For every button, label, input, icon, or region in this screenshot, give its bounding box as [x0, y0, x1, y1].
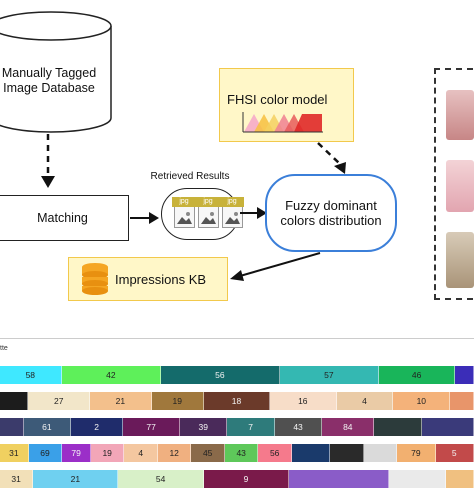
palette-swatch: 12 [158, 444, 192, 462]
palette-swatch: 43 [275, 418, 322, 436]
palette-swatch: 58 [0, 366, 62, 384]
jpg-tag: jpg [172, 197, 196, 207]
palette-swatch: 31 [0, 444, 29, 462]
palette-swatch [0, 392, 28, 410]
palette-swatch: 79 [62, 444, 91, 462]
palette-swatch: 4 [124, 444, 158, 462]
retrieved-results-title: Retrieved Results [135, 171, 245, 182]
palette-swatch: 43 [225, 444, 259, 462]
palette-swatch: 21 [33, 470, 118, 488]
palette-swatch: 54 [118, 470, 203, 488]
palette-swatch [289, 470, 389, 488]
palette-swatch: 84 [322, 418, 374, 436]
palette-swatch: 18 [204, 392, 270, 410]
palette-swatch [455, 366, 474, 384]
palette-swatch: 79 [397, 444, 435, 462]
palette-swatch [446, 470, 474, 488]
palette-swatch [374, 418, 421, 436]
image-icon [176, 211, 193, 225]
palette-swatch: 45 [191, 444, 225, 462]
clothing-thumbnail [446, 90, 474, 140]
arrow-matching-to-retrieved [130, 210, 160, 226]
palette-swatch: 56 [258, 444, 292, 462]
palette-swatch [364, 444, 398, 462]
palette-swatch: 31 [0, 470, 33, 488]
palette-swatch [389, 470, 446, 488]
palette-swatch: 56 [161, 366, 280, 384]
palette-swatch [0, 418, 24, 436]
jpg-tag-text: jpg [227, 198, 236, 205]
palette-swatch: 16 [270, 392, 336, 410]
matching-box: Matching [0, 195, 129, 241]
palette-swatch: 27 [28, 392, 90, 410]
palette-swatch: 9 [204, 470, 289, 488]
palette-swatch: 10 [393, 392, 450, 410]
fuzzy-distribution-label: Fuzzy dominant colors distribution [265, 198, 397, 228]
palette-divider [0, 338, 474, 339]
palette-swatch [422, 418, 474, 436]
palette-swatch: 42 [62, 366, 162, 384]
image-icon [224, 211, 241, 225]
clothing-thumbnail [446, 232, 474, 288]
palette-swatch [330, 444, 364, 462]
palette-swatch: 57 [280, 366, 380, 384]
palette-swatch: 19 [91, 444, 125, 462]
palette-swatch [450, 392, 474, 410]
palette-swatch: 2 [71, 418, 123, 436]
palette-swatch: 39 [180, 418, 227, 436]
palette-swatch: 46 [379, 366, 455, 384]
fuzzy-membership-chart [242, 110, 324, 134]
arrow-fuzzy-to-impressions [226, 250, 322, 286]
palette-swatch: 5 [436, 444, 474, 462]
palette-swatch: 7 [227, 418, 274, 436]
palette-swatch: 19 [152, 392, 204, 410]
database-label: Manually Tagged Image Database [0, 66, 108, 96]
palette-title: tte [0, 345, 8, 352]
jpg-tag-text: jpg [179, 198, 188, 205]
arrow-retrieved-to-fuzzy [240, 205, 268, 221]
arrow-fhsi-to-fuzzy [314, 140, 354, 176]
palette-swatch: 77 [123, 418, 180, 436]
image-icon [200, 211, 217, 225]
fhsi-label: FHSI color model [227, 92, 352, 107]
palette-swatch: 21 [90, 392, 152, 410]
matching-label: Matching [37, 211, 88, 226]
palette-swatch: 4 [337, 392, 394, 410]
jpg-tag: jpg [196, 197, 220, 207]
palette-swatch: 69 [29, 444, 63, 462]
clothing-thumbnail [446, 160, 474, 212]
database-stack-icon [80, 262, 110, 296]
arrow-db-to-matching [38, 134, 58, 190]
palette-swatch: 61 [24, 418, 71, 436]
jpg-tag-text: jpg [203, 198, 212, 205]
impressions-kb-label: Impressions KB [115, 272, 206, 287]
palette-swatch [292, 444, 330, 462]
